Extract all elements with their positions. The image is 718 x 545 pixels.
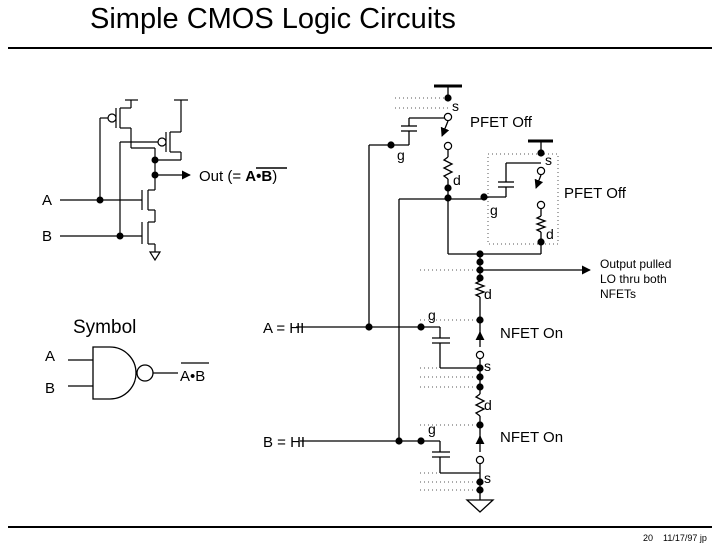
output-note-line-2: LO thru both — [600, 272, 667, 286]
circuit-open-terminals — [443, 112, 546, 465]
symbol-heading: Symbol — [73, 317, 136, 338]
nfet1-source-label: s — [484, 358, 491, 374]
output-note-line-3: NFETs — [600, 287, 636, 301]
nfet1-state-label: NFET On — [500, 325, 563, 342]
nfet2-state-label: NFET On — [500, 429, 563, 446]
pfet2-source-label: s — [545, 152, 552, 168]
small-schematic-junction-dots — [96, 156, 159, 240]
nfet2-source-label: s — [484, 470, 491, 486]
pfet2-drain-label: d — [546, 226, 554, 242]
nfet2-gate-label: g — [428, 421, 436, 437]
symbol-input-a-label: A — [45, 348, 55, 365]
pfet2-gate-label: g — [490, 202, 498, 218]
small-output-label: Out (= A•B) — [199, 168, 277, 185]
pfet1-state-label: PFET Off — [470, 114, 533, 131]
page-title: Simple CMOS Logic Circuits — [90, 3, 456, 35]
nfet2-input-label: B = HI — [263, 434, 305, 451]
nfet1-input-label: A = HI — [263, 320, 304, 337]
circuit-power-rails — [434, 84, 553, 143]
nfet1-drain-label: d — [484, 286, 492, 302]
nfet2-drain-label: d — [484, 397, 492, 413]
circuit-junction-dots — [365, 94, 545, 494]
output-note-line-1: Output pulled — [600, 257, 671, 271]
pfet1-source-label: s — [452, 98, 459, 114]
symbol-output-label: A•B — [180, 368, 205, 385]
symbol-input-b-label: B — [45, 380, 55, 397]
small-schematic — [60, 99, 191, 262]
nfet1-gate-label: g — [428, 307, 436, 323]
pfet2-state-label: PFET Off — [564, 185, 627, 202]
pfet1-drain-label: d — [453, 172, 461, 188]
small-input-b-label: B — [42, 228, 52, 245]
small-schematic-pfet-bubbles — [107, 113, 167, 147]
small-input-a-label: A — [42, 192, 52, 209]
nand-gate-symbol — [68, 346, 178, 400]
footer-date: 11/17/97 jp — [663, 533, 707, 543]
pfet1-gate-label: g — [397, 147, 405, 163]
footer-page-number: 20 — [643, 533, 653, 543]
circuit-wires — [296, 85, 591, 513]
